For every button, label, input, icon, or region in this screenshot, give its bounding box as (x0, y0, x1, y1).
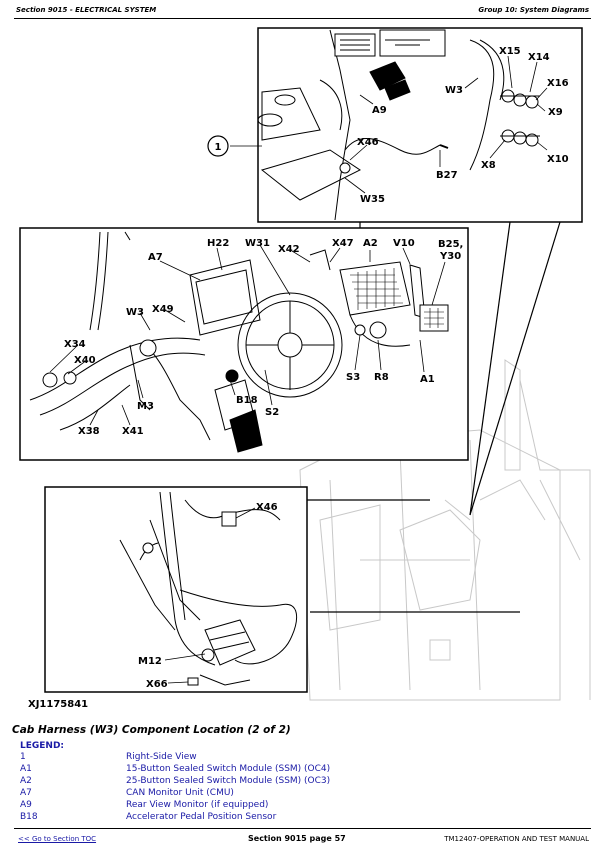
callout-a2: A2 (363, 238, 378, 249)
legend-code: A1 (20, 764, 32, 774)
callout-x42: X42 (278, 244, 300, 255)
callout-v10: V10 (393, 238, 415, 249)
callout-x49: X49 (152, 304, 174, 315)
detail-box-rear-view (257, 27, 583, 223)
callout-w3-mid: W3 (126, 307, 144, 318)
manual-title: TM12407-OPERATION AND TEST MANUAL (444, 835, 589, 843)
legend-desc: 25-Button Sealed Switch Module (SSM) (OC… (126, 776, 331, 786)
callout-r8: R8 (374, 372, 389, 383)
page-number: Section 9015 page 57 (248, 834, 346, 843)
callout-h22: H22 (207, 238, 229, 249)
section-toc-link[interactable]: << Go to Section TOC (18, 835, 97, 843)
callout-x66: X66 (146, 679, 168, 690)
callout-m12: M12 (138, 656, 162, 667)
footer-rule (14, 828, 591, 829)
callout-a1: A1 (420, 374, 435, 385)
left-side-illustration (119, 491, 298, 686)
legend-code: B18 (20, 812, 38, 822)
legend-desc: 15-Button Sealed Switch Module (SSM) (OC… (126, 764, 331, 774)
operator-station-illustration (29, 231, 449, 453)
legend-list: 1 Right-Side View A1 15-Button Sealed Sw… (20, 752, 330, 824)
callout-x14: X14 (528, 52, 550, 63)
legend-desc: Accelerator Pedal Position Sensor (126, 812, 277, 822)
rear-view-illustration (257, 29, 540, 221)
legend-code: A7 (20, 788, 32, 798)
header-rule (14, 18, 591, 19)
callout-x40: X40 (74, 355, 96, 366)
header-group-title: Group 10: System Diagrams (478, 6, 589, 14)
callout-1-circle (207, 135, 229, 157)
callout-s2: S2 (265, 407, 279, 418)
callout-x34: X34 (64, 339, 86, 350)
callout-x41: X41 (122, 426, 144, 437)
callout-x47: X47 (332, 238, 354, 249)
legend-item[interactable]: A1 15-Button Sealed Switch Module (SSM) … (20, 764, 330, 776)
callout-x10: X10 (547, 154, 569, 165)
callout-w35: W35 (360, 194, 385, 205)
header-section-title: Section 9015 - ELECTRICAL SYSTEM (16, 6, 157, 14)
cab-harness-diagram: 1 X15 X14 X16 X9 X10 X8 W3 A9 X46 B27 W3… (19, 27, 591, 701)
callout-b27: B27 (436, 170, 458, 181)
legend-desc: CAN Monitor Unit (CMU) (126, 788, 234, 798)
legend-code: A2 (20, 776, 32, 786)
cab-background-illustration (299, 359, 591, 701)
legend-desc: Right-Side View (126, 752, 197, 762)
callout-y30: Y30 (439, 251, 461, 262)
callout-x46-low: X46 (256, 502, 278, 513)
callout-w3-top: W3 (445, 85, 463, 96)
callout-b25: B25, (438, 239, 463, 250)
callout-x38: X38 (78, 426, 100, 437)
figure-caption: Cab Harness (W3) Component Location (2 o… (12, 724, 291, 736)
legend-code: 1 (20, 752, 26, 762)
legend-item[interactable]: A9 Rear View Monitor (if equipped) (20, 800, 330, 812)
legend-item[interactable]: A7 CAN Monitor Unit (CMU) (20, 788, 330, 800)
legend-item[interactable]: B18 Accelerator Pedal Position Sensor (20, 812, 330, 824)
callout-1: 1 (215, 142, 222, 153)
callout-s3: S3 (346, 372, 360, 383)
callout-w31: W31 (245, 238, 270, 249)
callout-a7: A7 (148, 252, 163, 263)
callout-b18: B18 (236, 395, 258, 406)
callout-a9: A9 (372, 105, 387, 116)
legend-title: LEGEND: (20, 741, 65, 751)
callout-x46-top: X46 (357, 137, 379, 148)
callout-x16: X16 (547, 78, 569, 89)
callout-x8: X8 (481, 160, 496, 171)
legend-desc: Rear View Monitor (if equipped) (126, 800, 269, 810)
callout-x9: X9 (548, 107, 563, 118)
callout-m3: M3 (137, 401, 154, 412)
figure-id: XJ1175841 (28, 699, 89, 710)
legend-item[interactable]: 1 Right-Side View (20, 752, 330, 764)
legend-code: A9 (20, 800, 32, 810)
callout-x15: X15 (499, 46, 521, 57)
legend-item[interactable]: A2 25-Button Sealed Switch Module (SSM) … (20, 776, 330, 788)
